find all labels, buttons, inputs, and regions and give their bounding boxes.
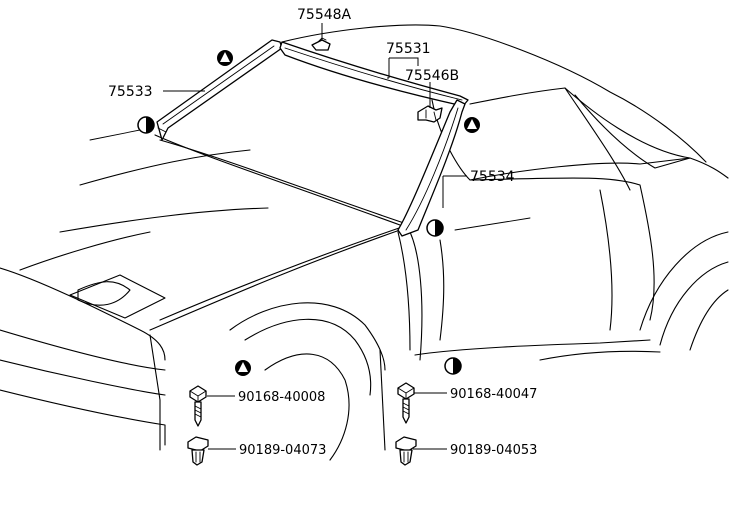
label-75534: 75534 [470, 169, 515, 185]
label-75533: 75533 [108, 84, 153, 100]
label-75531: 75531 [386, 41, 431, 57]
label-clip-right: 90189-04053 [450, 443, 537, 458]
triangle-marker-right [464, 117, 480, 133]
half-circle-marker-left [137, 116, 155, 134]
label-clip-left: 90189-04073 [239, 443, 326, 458]
label-screw-left: 90168-40008 [238, 390, 325, 405]
moulding-75534 [397, 99, 466, 237]
label-75546B: 75546B [405, 68, 459, 84]
screw-right-icon [397, 382, 415, 424]
bracket-75546B [417, 105, 443, 123]
leader-lines [163, 23, 467, 450]
windshield-outline [159, 139, 411, 226]
half-circle-marker-pillar [426, 219, 444, 237]
screw-left-icon [189, 385, 207, 427]
clip-right-icon [395, 436, 417, 466]
triangle-marker-bottom [235, 360, 251, 376]
label-75548A: 75548A [297, 7, 352, 23]
triangle-marker-top [217, 50, 233, 66]
clip-75548A [311, 37, 331, 51]
label-screw-right: 90168-40047 [450, 387, 537, 402]
clip-left-icon [187, 436, 209, 466]
half-circle-marker-bottom [444, 357, 462, 375]
car-body-outline [0, 24, 729, 461]
